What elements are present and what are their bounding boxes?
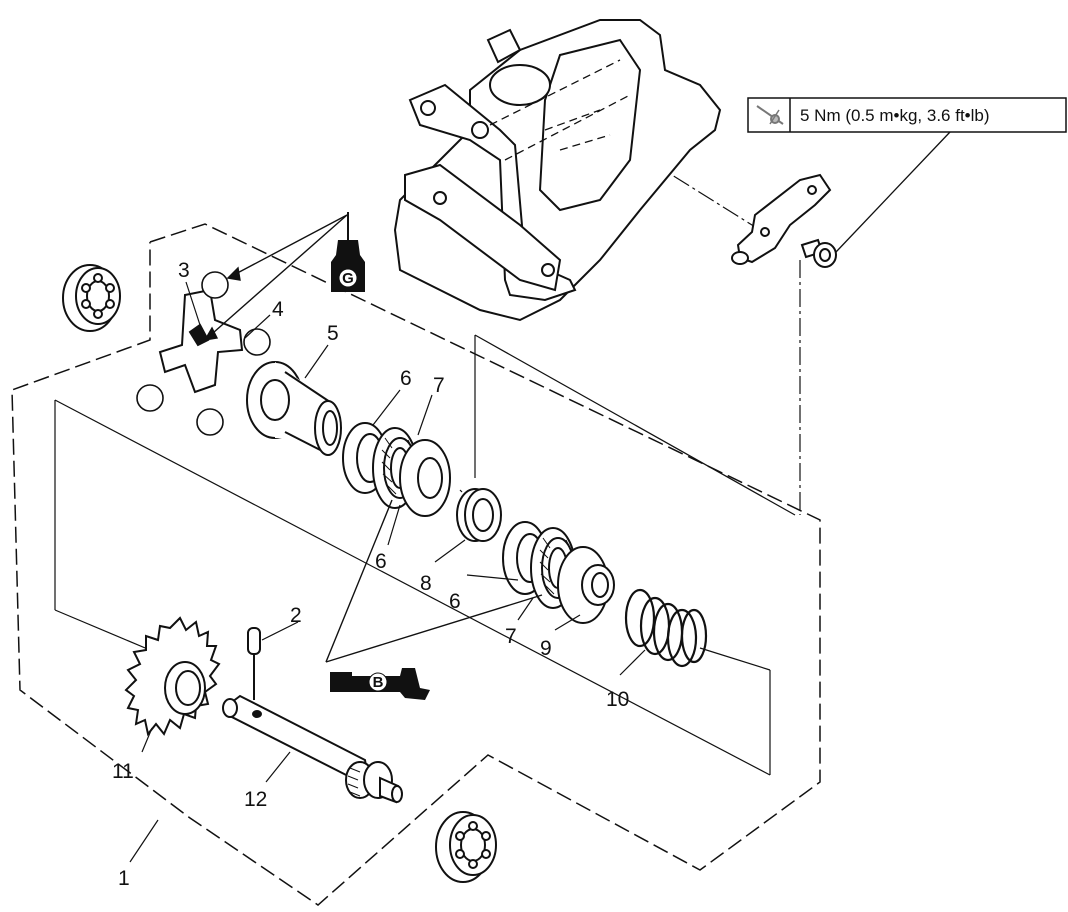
stopper-bracket bbox=[731, 173, 832, 265]
label-8: 8 bbox=[420, 572, 432, 595]
axis-frame-top bbox=[474, 334, 796, 516]
label-6-lower: 6 bbox=[449, 590, 461, 613]
label-11: 11 bbox=[112, 760, 134, 783]
axis-spring-end bbox=[699, 647, 771, 671]
bracket-bolt bbox=[800, 238, 837, 268]
oil-pointers bbox=[325, 499, 543, 663]
ball-bottom bbox=[196, 408, 224, 436]
label-2: 2 bbox=[290, 604, 302, 627]
washer-set-one bbox=[342, 422, 451, 517]
part-labels: 3 4 5 6 7 6 8 6 7 9 10 2 11 12 1 bbox=[112, 259, 629, 890]
label-5: 5 bbox=[327, 322, 339, 345]
label-4: 4 bbox=[272, 298, 284, 321]
label-1: 1 bbox=[118, 867, 130, 890]
label-leaders bbox=[129, 281, 646, 863]
ball-right bbox=[243, 328, 271, 356]
grease-pointers bbox=[203, 214, 348, 341]
ball-top bbox=[201, 271, 229, 299]
axis-upper bbox=[54, 399, 771, 776]
pin bbox=[247, 627, 261, 700]
crankcase-housing bbox=[393, 19, 722, 322]
axis-lines bbox=[54, 334, 796, 776]
ball-left bbox=[136, 384, 164, 412]
bearing-bottom bbox=[435, 811, 497, 883]
housing-dashed-shaft bbox=[489, 59, 631, 161]
oil-badge-letter: B bbox=[373, 674, 384, 691]
torque-wrench-icon bbox=[756, 105, 784, 125]
flanged-sleeve bbox=[246, 361, 342, 456]
balls bbox=[136, 271, 271, 436]
grease-tube-icon: G bbox=[331, 212, 365, 292]
collar bbox=[456, 488, 502, 542]
grease-badge-letter: G bbox=[342, 270, 354, 287]
label-6-top: 6 bbox=[400, 367, 412, 390]
shaft bbox=[222, 694, 403, 804]
bearing-top bbox=[62, 264, 121, 332]
torque-spec-box: 5 Nm (0.5 m•kg, 3.6 ft•lb) bbox=[747, 97, 1067, 133]
oil-can-icon: B bbox=[330, 668, 430, 700]
label-3: 3 bbox=[178, 259, 190, 282]
label-9: 9 bbox=[540, 637, 552, 660]
assembly-outline bbox=[11, 223, 821, 906]
label-6-middle: 6 bbox=[375, 550, 387, 573]
label-10: 10 bbox=[606, 688, 629, 711]
axis-left-bottom bbox=[54, 609, 151, 651]
label-7-top: 7 bbox=[433, 374, 445, 397]
label-7-lower: 7 bbox=[505, 625, 517, 648]
label-12: 12 bbox=[244, 788, 267, 811]
cross-spider bbox=[158, 288, 244, 394]
spring bbox=[624, 588, 708, 668]
assembly-outline-upper bbox=[11, 223, 821, 906]
washer-set-two bbox=[502, 521, 615, 624]
gear bbox=[124, 616, 221, 737]
torque-leader-line bbox=[835, 131, 951, 253]
torque-spec-text: 5 Nm (0.5 m•kg, 3.6 ft•lb) bbox=[800, 106, 990, 125]
